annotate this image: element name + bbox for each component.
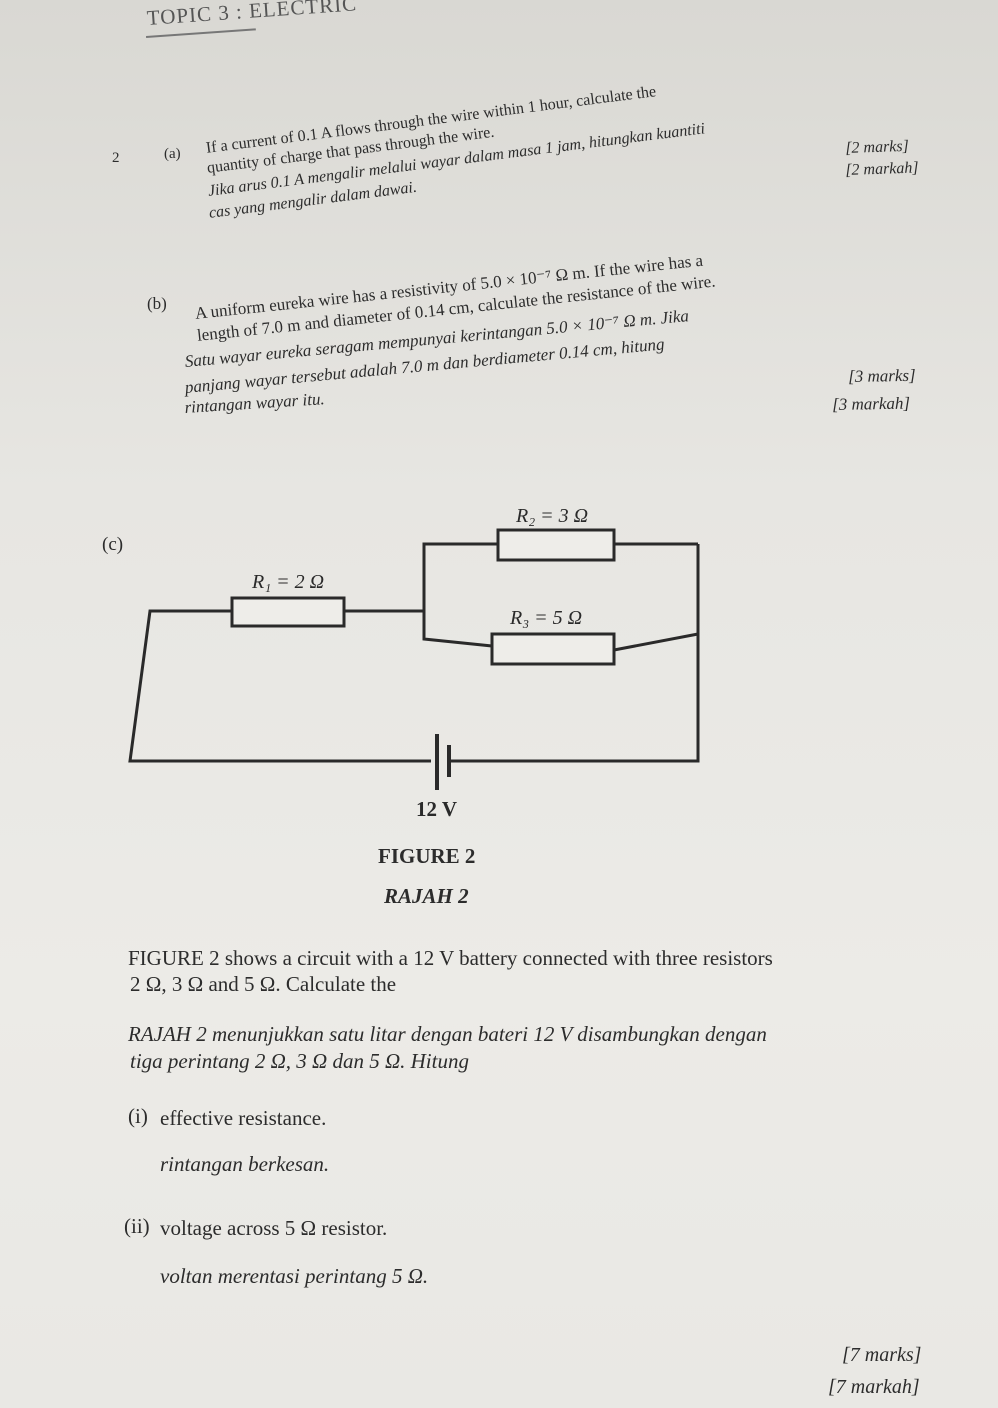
r3-label: R₃ = 5 Ω bbox=[509, 607, 582, 629]
item-ii-en: voltage across 5 Ω resistor. bbox=[160, 1216, 388, 1240]
part-c-en-line1: FIGURE 2 shows a circuit with a 12 V bat… bbox=[128, 946, 773, 970]
r2-label: R₂ = 3 Ω bbox=[515, 505, 588, 527]
item-i-en: effective resistance. bbox=[160, 1106, 327, 1130]
item-i-my: rintangan berkesan. bbox=[160, 1152, 330, 1176]
question-2ab: 2 (a) If a current of 0.1 A flows throug… bbox=[0, 0, 998, 460]
wire-branch-bottom bbox=[422, 611, 493, 648]
circuit-diagram: R₂ = 3 Ω R₁ = 2 Ω R₃ = 5 Ω 12 V bbox=[128, 505, 700, 821]
item-i-number: (i) bbox=[128, 1104, 148, 1128]
item-ii-my: voltan merentasi perintang 5 Ω. bbox=[160, 1264, 429, 1288]
r1-label: R₁ = 2 Ω bbox=[251, 571, 324, 593]
part-c-my-line2: tiga perintang 2 Ω, 3 Ω dan 5 Ω. Hitung bbox=[130, 1049, 469, 1073]
wire-branch-bottom-right bbox=[613, 632, 699, 652]
part-c-en-line2: 2 Ω, 3 Ω and 5 Ω. Calculate the bbox=[130, 972, 397, 996]
figure-caption-en: FIGURE 2 bbox=[378, 844, 476, 868]
part-c-marks-en: [7 marks] bbox=[842, 1344, 922, 1366]
part-c-label: (c) bbox=[102, 534, 124, 555]
part-a-label: (a) bbox=[164, 146, 181, 162]
part-b-label: (b) bbox=[147, 294, 167, 313]
question-number: 2 bbox=[112, 150, 120, 166]
wire-branch-top bbox=[422, 542, 498, 611]
resistor-r3 bbox=[490, 632, 616, 666]
wire-bottom-right bbox=[450, 544, 700, 763]
part-c-my-line1: RAJAH 2 menunjukkan satu litar dengan ba… bbox=[128, 1022, 767, 1046]
wire-top-left bbox=[128, 609, 431, 763]
battery-label: 12 V bbox=[416, 797, 457, 821]
figure-caption-my: RAJAH 2 bbox=[384, 884, 469, 908]
item-ii-number: (ii) bbox=[124, 1214, 150, 1238]
part-c-marks-my: [7 markah] bbox=[828, 1376, 920, 1398]
resistor-r2 bbox=[496, 528, 616, 562]
resistor-r1 bbox=[230, 596, 346, 628]
